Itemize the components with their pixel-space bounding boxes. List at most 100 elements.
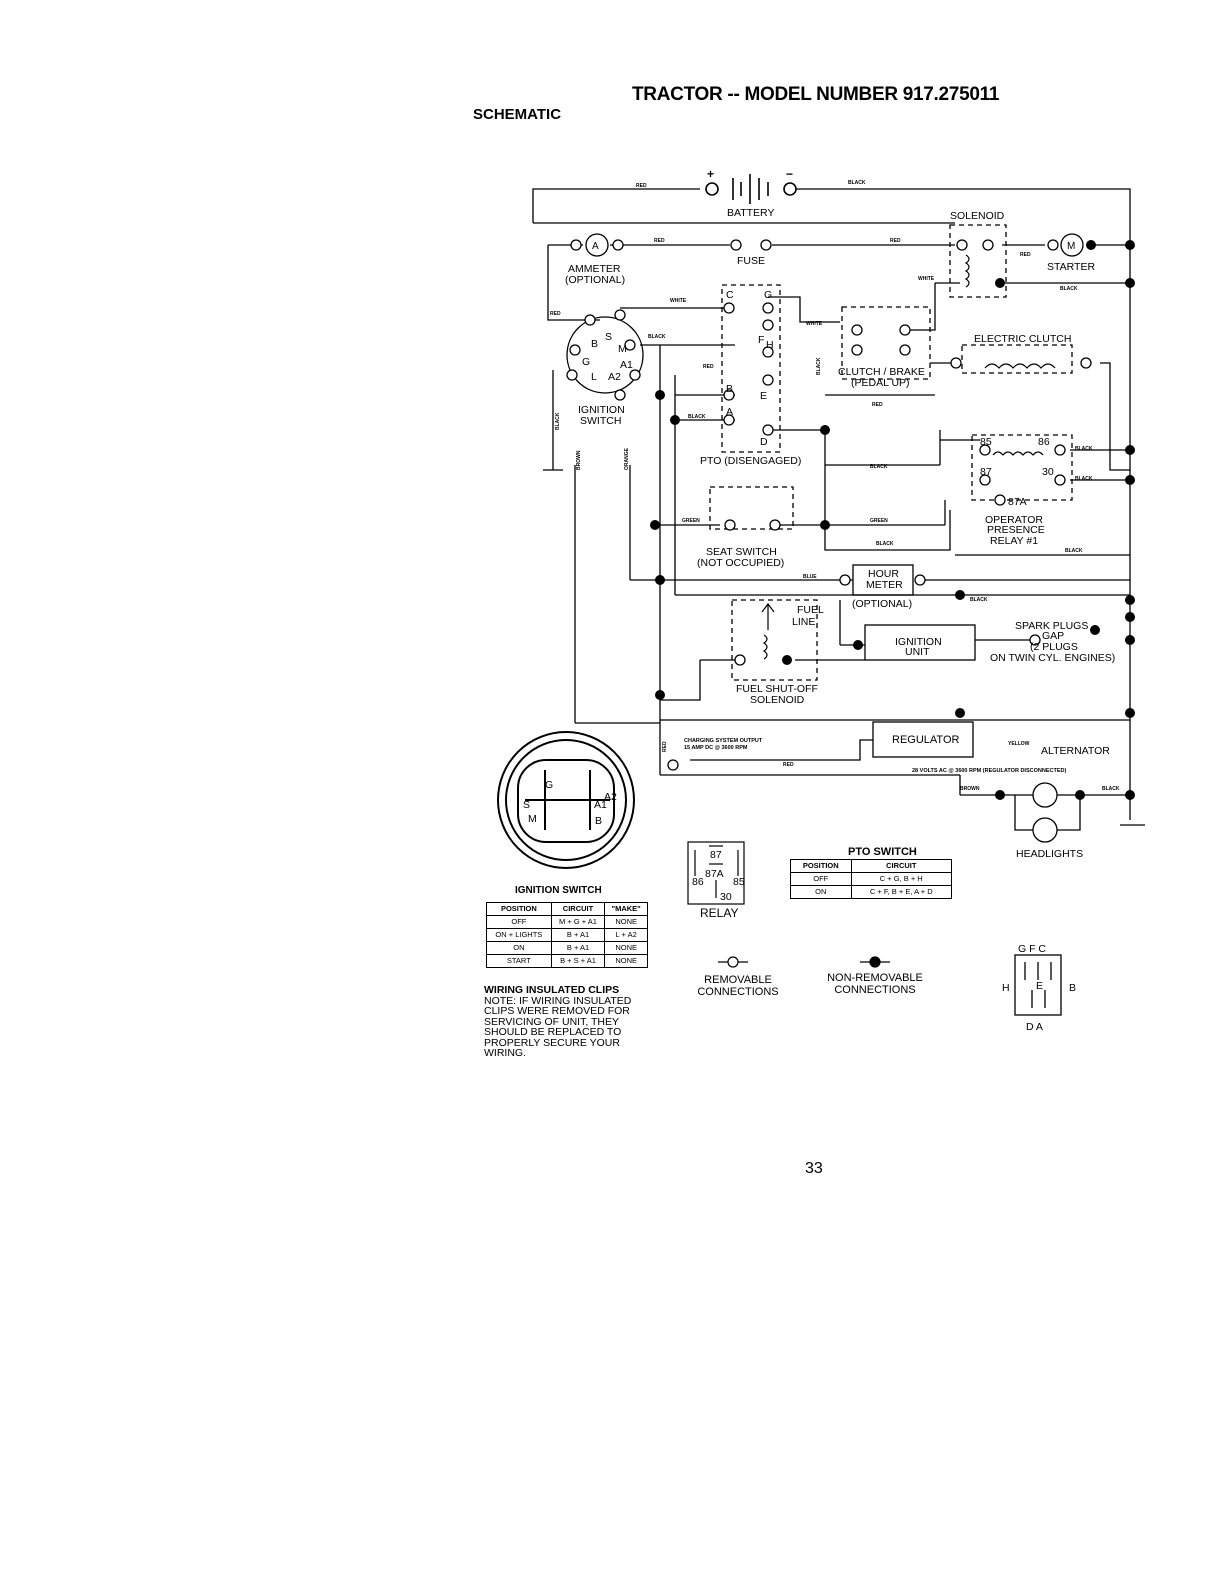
battery-minus: − <box>786 167 793 181</box>
table-row: ON + LIGHTS B + A1 L + A2 <box>486 928 648 942</box>
wire-red-fuse: RED <box>890 238 901 244</box>
pto-table: POSITION CIRCUIT OFF C + G, B + H ON C +… <box>790 859 953 899</box>
pto-pins-right: B <box>1069 982 1076 994</box>
relay-pin-85: 85 <box>733 876 745 888</box>
wire-yellow-alt: YELLOW <box>1008 741 1030 747</box>
pto-d: D <box>760 436 768 448</box>
table-cell: OFF <box>486 915 552 929</box>
spark-plugs-label3: (2 PLUGS <box>1030 641 1078 653</box>
table-cell: NONE <box>604 954 648 968</box>
wire-black-ground: BLACK <box>555 412 561 430</box>
ignition-switch-label2: SWITCH <box>580 415 621 427</box>
spark-plugs-label1: SPARK PLUGS <box>1015 620 1088 632</box>
pto-c: C <box>726 289 734 301</box>
fuse-label: FUSE <box>737 255 765 267</box>
ammeter-label: AMMETER <box>568 263 621 275</box>
relay-pin-86: 86 <box>692 876 704 888</box>
operator-relay-label1: OPERATOR <box>985 514 1043 526</box>
pto-pins-left: H <box>1002 982 1010 994</box>
table-cell: B + A1 <box>550 928 606 942</box>
relay-title: RELAY <box>700 906 738 920</box>
table-cell: B + S + A1 <box>550 954 606 968</box>
pto-g: G <box>764 289 772 301</box>
pto-pins-top: G F C <box>1018 943 1046 955</box>
wire-brown-headlight: BROWN <box>960 786 980 792</box>
wire-red-clutch: RED <box>872 402 883 408</box>
table-row: ON C + F, B + E, A + D <box>790 885 953 899</box>
table-cell: ON + LIGHTS <box>486 928 552 942</box>
ign-m-label: M <box>618 343 627 355</box>
pto-pins-middle: E <box>1036 980 1043 992</box>
clutch-brake-pedal-label: (PEDAL UP) <box>851 377 910 389</box>
wire-white-clutch: WHITE <box>806 321 823 327</box>
wire-brown-vert: BROWN <box>576 450 582 470</box>
seat-switch-label2: (NOT OCCUPIED) <box>697 557 784 569</box>
ign-g-label: G <box>582 356 590 368</box>
ign-l-label: L <box>591 371 597 383</box>
wire-black-relay1: BLACK <box>1075 446 1093 452</box>
wire-black-relay3: BLACK <box>1065 548 1083 554</box>
hour-meter-label1: HOUR <box>868 568 899 580</box>
table-row: START B + S + A1 NONE <box>486 954 648 968</box>
wire-red-ign: RED <box>550 311 561 317</box>
legend-removable-line2: CONNECTIONS <box>697 986 779 998</box>
ign-s-label: S <box>605 331 612 343</box>
table-cell: NONE <box>604 941 648 955</box>
alternator-label: ALTERNATOR <box>1041 745 1110 757</box>
ign-diag-a1: A1 <box>594 799 607 811</box>
ign-th-circuit: CIRCUIT <box>550 902 606 916</box>
wire-black-mid: BLACK <box>870 464 888 470</box>
ignition-table: POSITION CIRCUIT "MAKE" OFF M + G + A1 N… <box>486 902 648 968</box>
table-cell: B + A1 <box>550 941 606 955</box>
seat-switch-label1: SEAT SWITCH <box>706 546 777 558</box>
legend-non-removable: NON-REMOVABLE CONNECTIONS <box>815 972 935 996</box>
legend-removable: REMOVABLE CONNECTIONS <box>688 974 788 998</box>
table-cell: ON <box>790 885 852 899</box>
wire-orange-vert: ORANGE <box>624 447 630 470</box>
fuel-shutoff-label1: FUEL SHUT-OFF <box>736 683 818 695</box>
wire-green-relay: GREEN <box>870 518 888 524</box>
pto-th-circuit: CIRCUIT <box>850 859 953 873</box>
electric-clutch-label: ELECTRIC CLUTCH <box>974 333 1071 345</box>
starter-label: STARTER <box>1047 261 1095 273</box>
wire-black-ign: BLACK <box>648 334 666 340</box>
spark-plugs-label4: ON TWIN CYL. ENGINES) <box>990 652 1115 664</box>
ignition-table-title: IGNITION SWITCH <box>515 885 602 896</box>
pto-a: A <box>726 406 733 418</box>
wire-black-starter: BLACK <box>1060 286 1078 292</box>
ignition-switch-label: IGNITION <box>578 404 625 416</box>
pto-e: E <box>760 390 767 402</box>
wire-black-vert: BLACK <box>816 357 822 375</box>
wiring-note-heading: WIRING INSULATED CLIPS <box>484 984 620 996</box>
regulator-label: REGULATOR <box>892 734 959 746</box>
relay-87: 87 <box>980 466 992 478</box>
ign-diag-m: M <box>528 813 537 825</box>
headlights-label: HEADLIGHTS <box>1016 848 1083 860</box>
ign-a2-label: A2 <box>608 371 621 383</box>
ammeter-optional-label: (OPTIONAL) <box>565 274 625 286</box>
ignition-unit-label1: IGNITION <box>895 636 942 648</box>
table-row: OFF M + G + A1 NONE <box>486 915 648 929</box>
battery-label: BATTERY <box>727 207 774 219</box>
wire-blue-hour: BLUE <box>803 574 817 580</box>
ammeter-a-label: A <box>592 241 599 252</box>
wire-white-solenoid: WHITE <box>918 276 935 282</box>
fuel-shutoff-label2: SOLENOID <box>750 694 805 706</box>
page-number: 33 <box>805 1160 823 1177</box>
wire-red-battery: RED <box>636 183 647 189</box>
table-cell: C + F, B + E, A + D <box>850 885 953 899</box>
table-cell: C + G, B + H <box>850 872 953 886</box>
pto-pins-bottom: D A <box>1026 1021 1043 1033</box>
pto-th-position: POSITION <box>790 859 852 873</box>
wire-black-hour: BLACK <box>970 597 988 603</box>
table-row: ON B + A1 NONE <box>486 941 648 955</box>
spark-plugs-label2: GAP <box>1042 630 1064 642</box>
charging-output-label2: 15 AMP DC @ 3600 RPM <box>684 745 748 751</box>
ign-b-label: B <box>591 338 598 350</box>
wire-red-starter: RED <box>1020 252 1031 258</box>
wire-red-pto: RED <box>703 364 714 370</box>
table-cell: L + A2 <box>604 928 648 942</box>
operator-relay-label2: PRESENCE <box>987 524 1045 536</box>
legend-removable-line1: REMOVABLE <box>704 974 772 986</box>
